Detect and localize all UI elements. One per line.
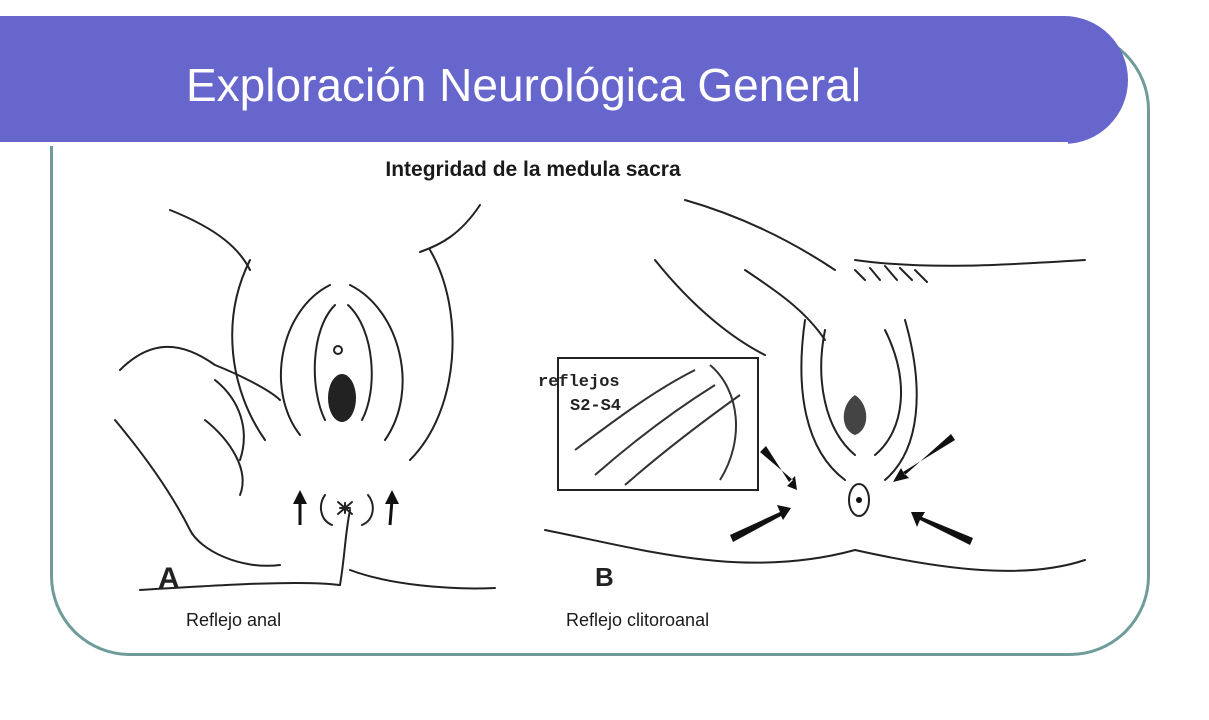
figure-a-illustration: A — [114, 204, 496, 595]
figure-b-inset-curve — [709, 364, 737, 481]
figure-b-arrow-lower-left — [730, 505, 791, 542]
caption-anal-reflex: Reflejo anal — [186, 610, 282, 630]
figure-b-labia-right — [874, 329, 902, 456]
figure-b-labia-left — [820, 329, 856, 456]
figure-a-labia-right — [349, 284, 404, 441]
figure-b-inset-finger-1 — [574, 369, 696, 451]
figure-b-thigh-top — [684, 199, 836, 271]
figure-a-outer-right — [409, 249, 454, 461]
figure-b-thigh-right — [854, 259, 1086, 267]
figure-a-buttock-right — [349, 569, 496, 590]
figure-a-letter: A — [158, 562, 180, 595]
slide-subtitle: Integridad de la medula sacra — [385, 158, 681, 181]
slide-title: Exploración Neurológica General — [186, 59, 862, 111]
figure-a-outer-left — [231, 259, 266, 441]
figure-a-finger-2 — [204, 419, 244, 496]
figure-b-hand-back — [654, 259, 766, 356]
title-bar: Exploración Neurológica General — [0, 16, 1128, 146]
figure-a-buttock-left — [139, 581, 341, 591]
figure-a-hand-thumb — [119, 345, 281, 401]
figure-a-arrowhead-right — [385, 490, 399, 504]
figure-b-inset-finger-2 — [594, 384, 716, 476]
figure-b-outer-left — [800, 319, 846, 481]
figure-b-clitoris — [843, 395, 867, 435]
figure-b-buttock-right — [854, 549, 1086, 572]
figure-a-vaginal-opening — [328, 374, 356, 422]
figure-a-thigh-right — [419, 204, 481, 253]
figure-a-finger-1 — [214, 379, 245, 461]
figure-b-letter: B — [595, 562, 614, 592]
figure-b-inset-finger-3 — [624, 394, 741, 486]
figure-b-inset-label-2: S2-S4 — [570, 397, 621, 416]
figure-a-arrow-right — [388, 499, 394, 526]
figure-a-labia-left — [279, 284, 331, 436]
figure-b-arrow-lower-right — [911, 512, 973, 545]
slide-subtitle-wrap: Integridad de la medula sacra — [0, 158, 1036, 182]
figure-b-anus — [848, 483, 870, 517]
figure-b-arrow-upper-right — [893, 434, 955, 482]
figure-b-hatch — [854, 265, 928, 283]
figure-a-hand-palm — [114, 419, 281, 567]
figure-b-hand-fingers — [744, 269, 826, 341]
figure-a-thigh-left — [169, 209, 251, 271]
caption-clitoroanal-reflex: Reflejo clitoroanal — [566, 610, 710, 630]
figure-b-illustration: reflejos S2-S4 B — [538, 199, 1086, 592]
figure-b-outer-right — [884, 319, 918, 481]
figure-b-arrow-upper-left — [760, 446, 797, 490]
figure-b-inset-label-1: reflejos — [538, 373, 620, 392]
figure-b-buttock-left — [544, 529, 856, 564]
figure-a-anus-fold-right — [361, 494, 374, 526]
figure-a-arrowhead-left — [293, 490, 307, 504]
figure-a-anus-fold-left — [319, 494, 333, 526]
figure-a-perineum — [339, 509, 351, 586]
figure-a-anus-star — [337, 501, 353, 515]
title-underline — [0, 142, 1068, 146]
figure-a-inner-left — [313, 304, 336, 421]
figure-b-anus-dot — [856, 497, 862, 503]
figure-a-urethra — [333, 345, 343, 355]
figure-a-inner-right — [347, 304, 373, 421]
